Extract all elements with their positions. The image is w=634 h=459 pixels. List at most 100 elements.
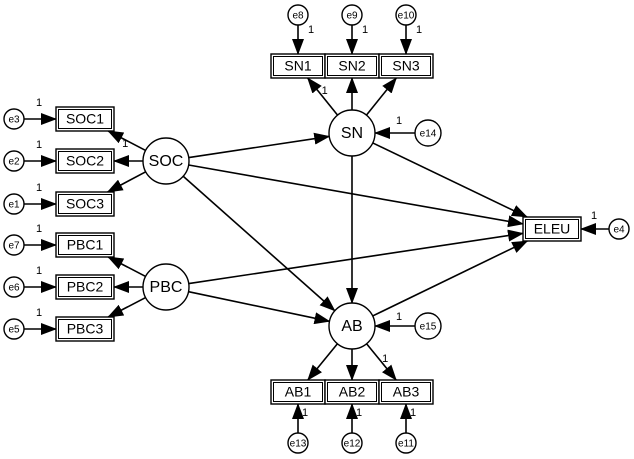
node-label: SN1	[284, 58, 311, 74]
error-path-e12-to-ab2-weight-label: 1	[356, 407, 362, 419]
node-label: e9	[346, 11, 358, 22]
loading-sn-to-sn3	[365, 77, 397, 116]
edges-layer	[24, 25, 609, 433]
node-label: SOC3	[66, 196, 104, 212]
error-term-e15: e15	[414, 312, 442, 340]
indicator-sn3: SN3	[378, 53, 434, 79]
node-label: AB2	[339, 384, 366, 400]
error-path-e2-to-soc2-weight-label: 1	[36, 139, 42, 151]
loading-sn-to-sn1-weight-label: 1	[322, 85, 328, 97]
path-sn-to-eleu	[372, 142, 528, 218]
error-term-e14: e14	[414, 119, 442, 147]
node-label: AB	[341, 318, 362, 335]
error-term-e1: e1	[3, 193, 25, 215]
loading-ab-to-ab1	[307, 343, 339, 381]
error-path-e13-to-ab1-weight-label: 1	[302, 407, 308, 419]
loading-soc-to-soc1	[107, 130, 146, 152]
error-path-e6-to-pbc2-weight-label: 1	[36, 265, 42, 277]
indicator-sn2: SN2	[324, 53, 380, 79]
error-path-e14-to-sn-weight-label: 1	[396, 115, 402, 127]
error-path-e1-to-soc3-weight-label: 1	[36, 182, 42, 194]
node-label: e11	[398, 439, 414, 450]
error-path-e4-to-eleu-weight-label: 1	[591, 210, 597, 222]
node-label: e6	[8, 283, 20, 294]
error-path-e3-to-soc1-weight-label: 1	[36, 97, 42, 109]
error-term-e11: e11	[395, 432, 417, 454]
node-label: AB3	[393, 384, 420, 400]
error-path-e10-to-sn3-weight-label: 1	[416, 24, 422, 36]
error-path-e8-to-sn1-weight-label: 1	[308, 24, 314, 36]
indicator-sn1: SN1	[270, 53, 326, 79]
loading-pbc-to-pbc1	[107, 256, 146, 278]
node-label: e5	[8, 325, 20, 336]
node-label: PBC1	[67, 237, 104, 253]
path-soc-to-eleu	[188, 164, 524, 228]
latent-sn: SN	[328, 109, 376, 157]
node-label: SN3	[392, 58, 419, 74]
node-label: SOC1	[66, 111, 104, 127]
loading-soc-to-soc3	[106, 171, 147, 193]
error-term-e6: e6	[3, 276, 25, 298]
error-path-e7-to-pbc1-weight-label: 1	[36, 223, 42, 235]
indicator-soc2: SOC2	[55, 148, 115, 174]
loading-pbc-to-pbc3	[107, 296, 146, 318]
node-label: e12	[344, 439, 361, 450]
node-label: SOC2	[66, 153, 104, 169]
error-term-e4: e4	[608, 218, 630, 240]
error-path-e9-to-sn2-weight-label: 1	[362, 24, 368, 36]
latent-ab: AB	[328, 302, 376, 350]
indicator-ab1: AB1	[270, 379, 326, 405]
indicator-soc3: SOC3	[55, 191, 115, 217]
node-label: e4	[613, 225, 625, 236]
indicator-ab3: AB3	[378, 379, 434, 405]
node-label: SN	[341, 125, 363, 142]
node-label: e8	[292, 11, 304, 22]
loading-ab-to-ab3	[365, 343, 397, 381]
loading-soc-to-soc1-weight-label: 1	[122, 138, 128, 150]
path-soc-to-sn	[188, 132, 331, 159]
node-label: e3	[8, 115, 20, 126]
node-label: e15	[420, 322, 437, 333]
indicator-ab2: AB2	[324, 379, 380, 405]
error-term-e8: e8	[287, 4, 309, 26]
node-label: e2	[8, 157, 20, 168]
error-term-e5: e5	[3, 318, 25, 340]
error-term-e3: e3	[3, 108, 25, 130]
node-label: e1	[8, 200, 20, 211]
indicator-pbc3: PBC3	[55, 316, 115, 342]
node-label: SN2	[338, 58, 365, 74]
node-label: e14	[420, 129, 437, 140]
error-term-e9: e9	[341, 4, 363, 26]
error-term-e10: e10	[395, 4, 417, 26]
node-label: ELEU	[534, 221, 571, 237]
indicator-eleu: ELEU	[522, 216, 582, 242]
error-term-e12: e12	[341, 432, 363, 454]
node-label: PBC3	[67, 321, 104, 337]
error-term-e13: e13	[287, 432, 309, 454]
indicator-soc1: SOC1	[55, 106, 115, 132]
latent-soc: SOC	[142, 137, 190, 185]
indicator-pbc2: PBC2	[55, 274, 115, 300]
node-label: PBC2	[67, 279, 104, 295]
loading-ab-to-ab3-weight-label: 1	[382, 353, 388, 365]
path-soc-to-ab	[182, 175, 336, 312]
node-label: PBC	[150, 279, 183, 296]
error-term-e2: e2	[3, 150, 25, 172]
indicator-pbc1: PBC1	[55, 232, 115, 258]
error-path-e15-to-ab-weight-label: 1	[396, 311, 402, 323]
node-label: e10	[398, 11, 415, 22]
node-label: SOC	[149, 153, 184, 170]
node-label: AB1	[285, 384, 312, 400]
path-ab-to-eleu	[372, 240, 529, 317]
node-label: e13	[290, 439, 307, 450]
error-path-e11-to-ab3-weight-label: 1	[410, 407, 416, 419]
node-label: e7	[8, 241, 20, 252]
error-term-e7: e7	[3, 234, 25, 256]
loading-sn-to-sn1	[307, 77, 339, 116]
latent-pbc: PBC	[142, 263, 190, 311]
path-pbc-to-ab	[188, 290, 331, 325]
path-pbc-to-eleu	[188, 229, 524, 285]
